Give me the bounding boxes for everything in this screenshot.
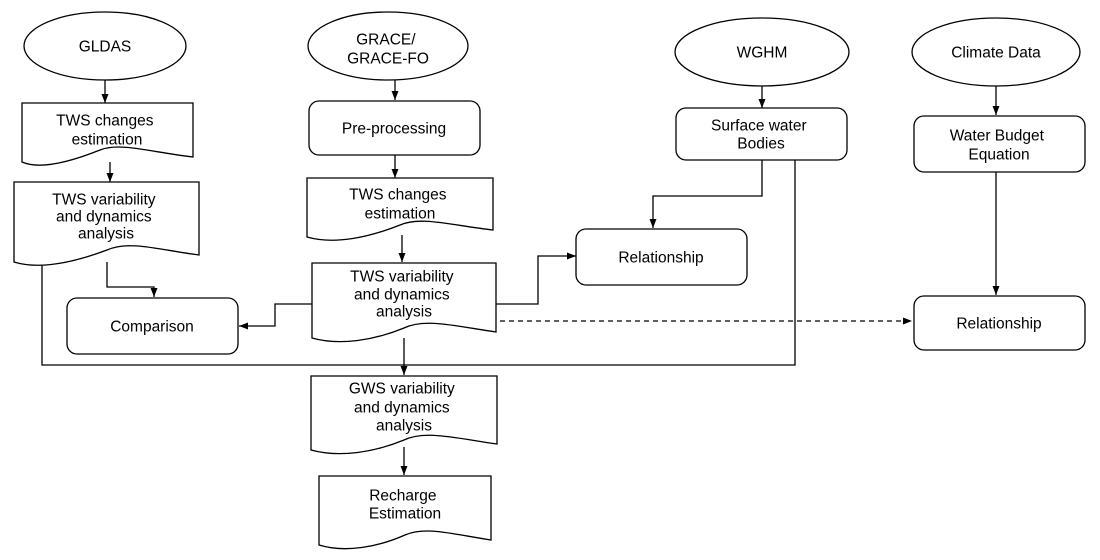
edges: [41, 80, 1000, 475]
node-climate-data-shape: [911, 17, 1081, 87]
node-wghm-shape: [674, 17, 850, 87]
node-comparison-label: Comparison: [110, 318, 194, 335]
node-comparison-shape: [66, 297, 239, 355]
node-grace-tws-estimation: TWS changes estimation: [306, 177, 494, 241]
node-surface-water-bodies-shape: [675, 107, 848, 161]
edge-surface-water-to-relationship: [649, 160, 763, 228]
edge-grace-variability-to-relationship: [496, 252, 576, 305]
edge-gldas-variability-to-comparison: [106, 262, 158, 297]
node-relationship-climate-label: Relationship: [956, 315, 1041, 332]
node-comparison: Comparison: [66, 297, 239, 355]
node-relationship-surface-water: Relationship: [575, 228, 748, 286]
node-gldas-label: GLDAS: [79, 38, 132, 55]
node-gldas-tws-estimation-shape: [21, 102, 194, 166]
node-water-budget-equation: Water Budget Equation: [913, 115, 1086, 173]
node-climate-data-label: Climate Data: [951, 44, 1041, 61]
node-recharge-estimation-label: Recharge Estimation: [369, 487, 441, 522]
nodes: GLDAS GRACE/ GRACE-FO WGHM Climate Data: [13, 11, 1086, 550]
node-grace: GRACE/ GRACE-FO: [307, 11, 469, 81]
node-preprocessing: Pre-processing: [308, 100, 481, 156]
node-gldas-tws-estimation: TWS changes estimation: [21, 102, 194, 166]
node-gldas-tws-variability: TWS variability and dynamics analysis: [13, 181, 200, 266]
node-grace-label: GRACE/ GRACE-FO: [347, 31, 429, 67]
node-water-budget-equation-shape: [913, 115, 1086, 173]
node-gws-variability-label: GWS variability and dynamics analysis: [349, 380, 459, 434]
node-grace-tws-estimation-shape: [306, 177, 494, 241]
node-grace-tws-variability: TWS variability and dynamics analysis: [311, 262, 497, 343]
node-relationship-surface-water-label: Relationship: [618, 249, 703, 266]
edge-merge-line-to-gws: [41, 160, 796, 366]
node-gws-variability-shape: [310, 375, 498, 455]
node-preprocessing-shape: [308, 100, 481, 156]
node-preprocessing-label: Pre-processing: [342, 120, 446, 137]
node-grace-tws-variability-label: TWS variability and dynamics analysis: [350, 268, 458, 320]
node-gldas-tws-variability-label: TWS variability and dynamics analysis: [52, 191, 160, 242]
edge-grace-variability-to-comparison: [239, 303, 312, 330]
node-wghm-label: WGHM: [737, 44, 788, 61]
node-grace-shape: [307, 11, 469, 81]
node-grace-tws-estimation-label: TWS changes estimation: [349, 186, 451, 222]
node-gldas-tws-variability-shape: [13, 181, 200, 266]
node-climate-data: Climate Data: [911, 17, 1081, 87]
node-relationship-surface-water-shape: [575, 228, 748, 286]
node-water-budget-equation-label: Water Budget Equation: [950, 127, 1049, 163]
node-surface-water-bodies: Surface water Bodies: [675, 107, 848, 161]
node-gldas-tws-estimation-label: TWS changes estimation: [56, 112, 158, 148]
node-gldas-shape: [23, 11, 187, 81]
node-wghm: WGHM: [674, 17, 850, 87]
node-relationship-climate-shape: [913, 295, 1086, 351]
node-gws-variability: GWS variability and dynamics analysis: [310, 375, 498, 455]
node-relationship-climate: Relationship: [913, 295, 1086, 351]
node-gldas: GLDAS: [23, 11, 187, 81]
node-recharge-estimation-shape: [318, 475, 492, 550]
node-recharge-estimation: Recharge Estimation: [318, 475, 492, 550]
node-grace-tws-variability-shape: [311, 262, 497, 343]
node-surface-water-bodies-label: Surface water Bodies: [711, 117, 811, 152]
